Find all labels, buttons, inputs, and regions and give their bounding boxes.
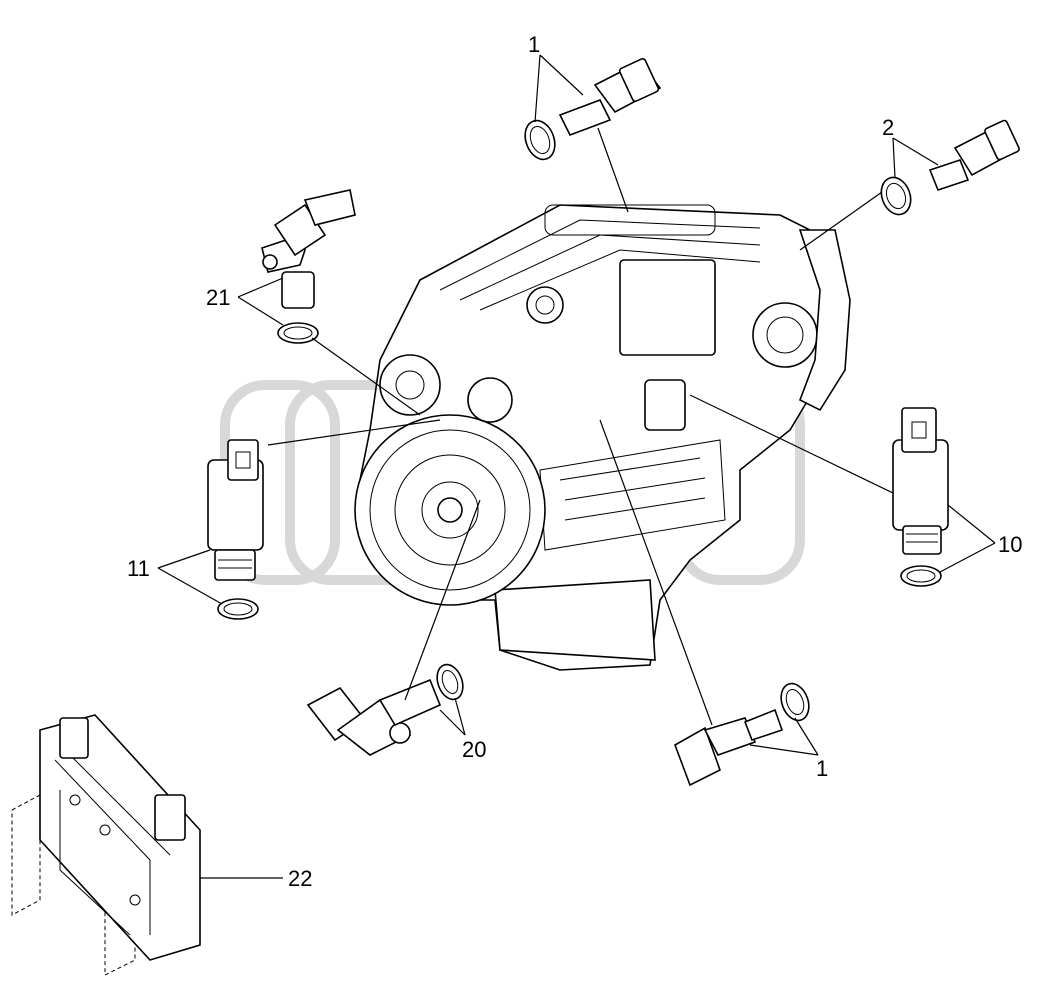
- sensor-10: [892, 407, 949, 587]
- callout-10: 10: [998, 532, 1022, 557]
- sensor-2: [880, 119, 1020, 216]
- callout-22: 22: [288, 866, 312, 891]
- callout-20: 20: [462, 737, 486, 762]
- ecu-22: [11, 714, 201, 976]
- sensor-1-bottom: [674, 682, 810, 787]
- callout-2: 2: [882, 115, 894, 140]
- sensor-20: [306, 663, 464, 756]
- sensor-11: [207, 439, 264, 620]
- callout-labels: 1 2 21 11 10 20 1 22: [127, 32, 1022, 891]
- callout-1-top: 1: [528, 32, 540, 57]
- callout-21: 21: [206, 285, 230, 310]
- callout-1-bottom: 1: [816, 756, 828, 781]
- sensor-21: [261, 189, 356, 344]
- engine-block: [354, 204, 851, 671]
- leader-lines: [157, 54, 996, 879]
- sensor-1-top: [524, 57, 662, 161]
- callout-11: 11: [127, 556, 150, 581]
